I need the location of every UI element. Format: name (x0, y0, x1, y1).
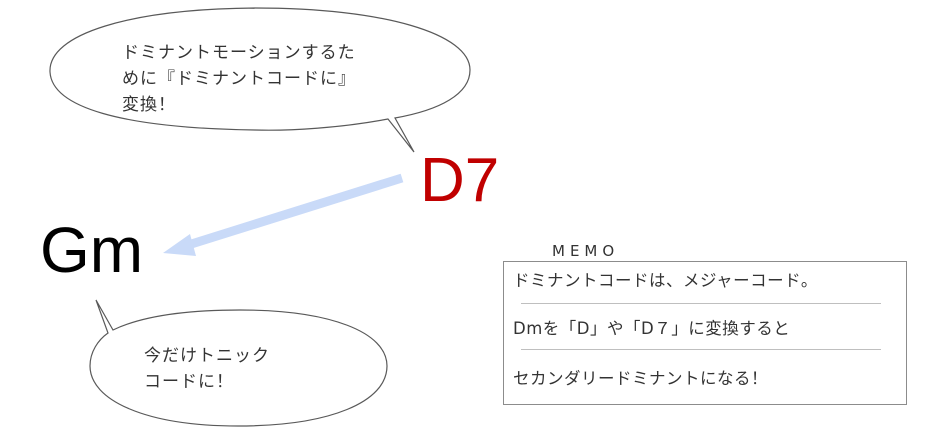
memo-divider (521, 349, 881, 350)
top-bubble-line: 変換！ (122, 95, 176, 115)
resolution-arrow-head (163, 234, 196, 256)
memo-divider (521, 303, 881, 304)
memo-label: MEMO (544, 241, 628, 261)
top-bubble-line: めに『ドミナントコードに』 (122, 69, 356, 89)
bottom-bubble-text: 今だけトニック コードに！ (144, 343, 344, 395)
memo-line: セカンダリードミナントになる！ (513, 369, 768, 388)
bottom-bubble-line: コードに！ (144, 372, 234, 392)
top-bubble-line: ドミナントモーションするた (122, 43, 356, 63)
chord-d7: D7 (420, 146, 500, 215)
memo-line: Dmを「D」や「D７」に変換すると (513, 319, 791, 338)
bottom-bubble-line: 今だけトニック (144, 346, 270, 366)
memo-line: ドミナントコードは、メジャーコード。 (513, 271, 818, 290)
memo-box (503, 261, 907, 405)
chord-gm: Gm (40, 214, 144, 286)
top-bubble-text: ドミナントモーションするた めに『ドミナントコードに』 変換！ (122, 40, 397, 118)
speech-bubble-bottom (89, 299, 388, 427)
speech-bubble-top (49, 7, 471, 153)
resolution-arrow-shaft (183, 173, 404, 251)
